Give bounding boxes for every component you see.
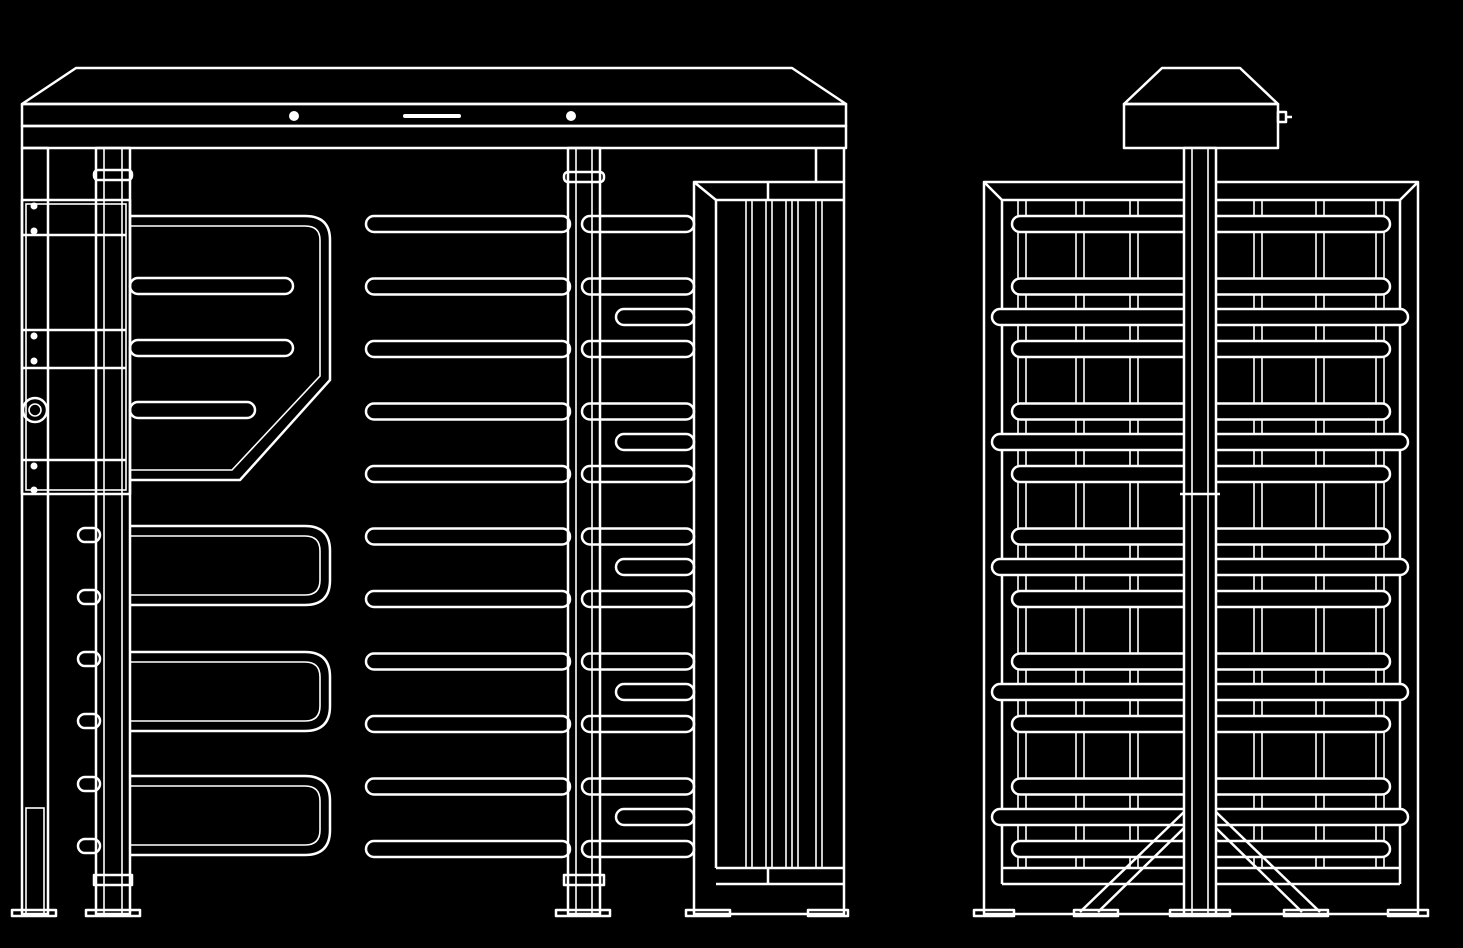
side-view <box>972 66 1430 918</box>
fixed-arm <box>364 589 572 609</box>
right-offset-arm <box>614 807 696 827</box>
fixed-arm <box>364 464 572 484</box>
front-rotor-shaft <box>84 146 142 918</box>
fixed-arm <box>364 277 572 296</box>
side-top-housing <box>1122 66 1292 150</box>
side-central-shaft <box>1168 146 1232 918</box>
front-view <box>10 66 850 918</box>
fixed-arm <box>364 652 572 671</box>
right-offset-arm <box>614 432 696 452</box>
fixed-arm <box>364 714 572 734</box>
fixed-arm <box>364 777 572 796</box>
fixed-arm <box>364 527 572 546</box>
front-middle-post <box>554 146 612 918</box>
front-left-post <box>10 146 58 918</box>
side-crossbars <box>990 307 1410 827</box>
right-offset-arm <box>614 307 696 327</box>
side-support-struts <box>1072 811 1330 918</box>
fixed-arm <box>364 339 572 359</box>
front-canopy <box>20 66 848 150</box>
right-offset-arm <box>614 557 696 577</box>
fixed-arm <box>364 402 572 421</box>
right-offset-arm <box>614 682 696 702</box>
front-right-panel <box>684 148 850 918</box>
fixed-arm <box>364 839 572 859</box>
front-control-box <box>20 198 132 496</box>
fixed-arm <box>364 214 572 234</box>
front-fixed-arms <box>364 214 572 859</box>
front-rotor-arms <box>76 214 332 857</box>
